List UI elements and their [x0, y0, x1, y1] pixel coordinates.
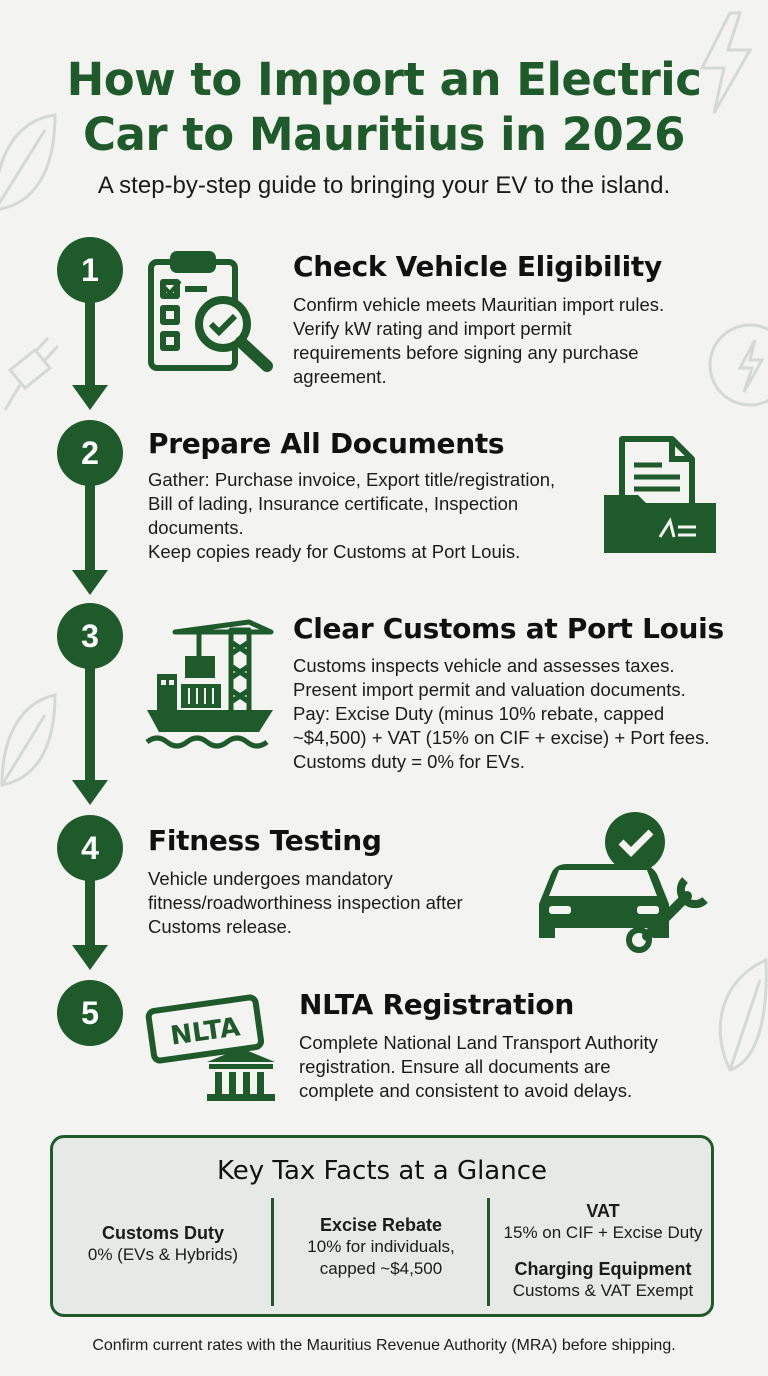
step-2-description: Gather: Purchase invoice, Export title/r… — [148, 468, 555, 564]
step-3-line: Pay: Excise Duty (minus 10% rebate, capp… — [293, 703, 665, 724]
leaf-icon — [0, 113, 57, 211]
step-4-description: Vehicle undergoes mandatory fitness/road… — [148, 867, 463, 939]
charging-circle-icon — [708, 323, 768, 407]
lightning-bolt-icon — [699, 11, 753, 114]
customs-duty-value: 0% (EVs & Hybrids) — [87, 1245, 239, 1264]
step-4-number: 4 — [57, 815, 123, 881]
step-1-number: 1 — [57, 237, 123, 303]
charging-equipment-value: Customs & VAT Exempt — [512, 1281, 694, 1300]
step-1-line: Verify kW rating and import permit — [293, 318, 572, 339]
fact-divider — [271, 1198, 274, 1306]
fact-divider — [487, 1198, 490, 1306]
step-1-heading: Check Vehicle Eligibility — [293, 250, 662, 283]
step-5-line: Complete National Land Transport Authori… — [299, 1032, 658, 1053]
page-subtitle: A step-by-step guide to bringing your EV… — [97, 172, 671, 199]
excise-rebate-line: capped ~$4,500 — [319, 1259, 443, 1278]
step-2-line: Bill of lading, Insurance certificate, I… — [148, 493, 519, 514]
step-3-line: ~$4,500) + VAT (15% on CIF + excise) + P… — [293, 727, 710, 748]
step-5-description: Complete National Land Transport Authori… — [299, 1031, 658, 1103]
step-1-line: requirements before signing any purchase — [293, 342, 639, 363]
step-2-line: documents. — [148, 517, 244, 538]
step-2-line: Gather: Purchase invoice, Export title/r… — [148, 469, 556, 490]
footer-note: Confirm current rates with the Mauritius… — [92, 1337, 676, 1354]
step-1-line: agreement. — [293, 366, 387, 387]
step-3-line: Customs inspects vehicle and assesses ta… — [293, 655, 675, 676]
excise-rebate-fact: Excise Rebate 10% for individuals, cappe… — [281, 1214, 481, 1280]
step-4-line: fitness/roadworthiness inspection after — [148, 892, 463, 913]
vat-value: 15% on CIF + Excise Duty — [503, 1223, 703, 1242]
tax-facts-panel: Key Tax Facts at a Glance Customs Duty 0… — [50, 1135, 714, 1317]
step-5-line: registration. Ensure all documents are — [299, 1056, 611, 1077]
title-line-1: How to Import an Electric — [66, 53, 702, 106]
car-wrench-check-icon — [539, 812, 708, 953]
step-3-line: Customs duty = 0% for EVs. — [293, 751, 525, 772]
timeline-connector — [72, 300, 108, 970]
step-1-line: Confirm vehicle meets Mauritian import r… — [293, 294, 665, 315]
plug-icon — [3, 336, 60, 411]
step-5-line: complete and consistent to avoid delays. — [299, 1080, 633, 1101]
excise-rebate-line: 10% for individuals, — [307, 1237, 455, 1256]
step-4-heading: Fitness Testing — [148, 824, 382, 857]
step-3-number: 3 — [57, 603, 123, 669]
page-title: How to Import an Electric Car to Mauriti… — [0, 52, 768, 162]
step-4-line: Customs release. — [148, 916, 292, 937]
step-2-number: 2 — [57, 420, 123, 486]
vat-label: VAT — [586, 1201, 620, 1221]
checklist-magnifier-icon — [148, 251, 273, 372]
step-2-line: Keep copies ready for Customs at Port Lo… — [148, 541, 521, 562]
step-5-number: 5 — [57, 980, 123, 1046]
step-2-heading: Prepare All Documents — [148, 427, 505, 460]
cargo-ship-crane-icon — [145, 619, 274, 749]
tax-facts-title: Key Tax Facts at a Glance — [216, 1156, 548, 1186]
customs-duty-fact: Customs Duty 0% (EVs & Hybrids) — [63, 1222, 263, 1266]
customs-duty-label: Customs Duty — [101, 1223, 224, 1243]
title-line-2: Car to Mauritius in 2026 — [83, 108, 685, 161]
excise-rebate-label: Excise Rebate — [319, 1215, 443, 1235]
leaf-icon — [718, 957, 768, 1072]
license-plate-building-icon: NLTA — [145, 994, 275, 1101]
document-folder-icon — [604, 436, 716, 553]
charging-equipment-fact: Charging Equipment Customs & VAT Exempt — [493, 1258, 713, 1302]
step-3-line: Present import permit and valuation docu… — [293, 679, 686, 700]
step-3-description: Customs inspects vehicle and assesses ta… — [293, 654, 709, 774]
leaf-icon — [0, 693, 57, 787]
step-4-line: Vehicle undergoes mandatory — [148, 868, 393, 889]
vat-fact: VAT 15% on CIF + Excise Duty — [493, 1200, 713, 1244]
step-1-description: Confirm vehicle meets Mauritian import r… — [293, 293, 664, 389]
charging-equipment-label: Charging Equipment — [514, 1259, 692, 1279]
step-3-heading: Clear Customs at Port Louis — [293, 612, 724, 645]
step-5-heading: NLTA Registration — [299, 988, 574, 1021]
